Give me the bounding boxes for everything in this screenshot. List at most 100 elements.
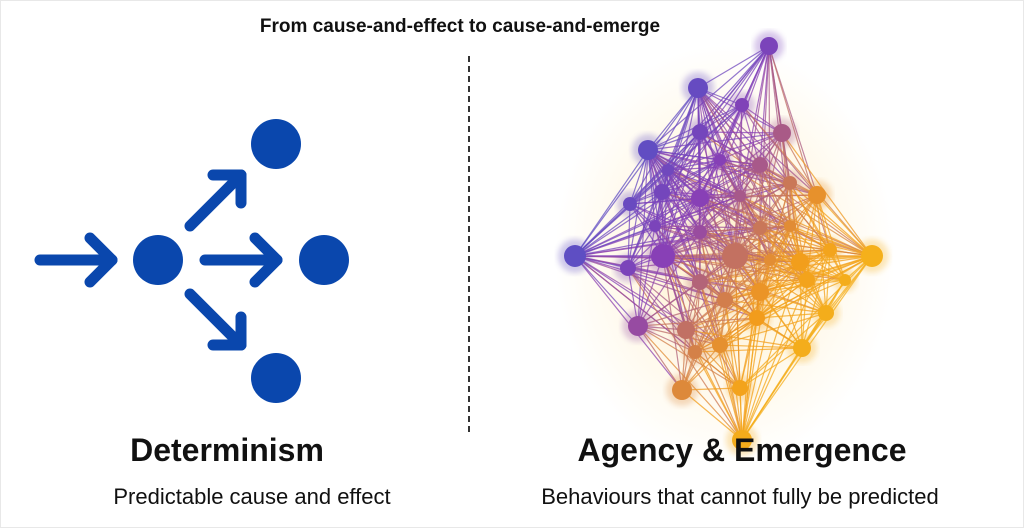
network-node <box>732 430 752 450</box>
network-edge <box>759 45 770 229</box>
network-edge <box>699 197 791 227</box>
network-edge <box>574 149 649 257</box>
network-node <box>662 164 674 176</box>
emergence-heading: Agency & Emergence <box>577 432 907 468</box>
network-node <box>799 272 815 288</box>
network-node <box>638 140 658 160</box>
network-edge <box>719 259 771 346</box>
network-node <box>564 245 586 267</box>
network-edge <box>769 259 803 349</box>
emergence-subtitle: Behaviours that cannot fully be predicte… <box>541 484 939 509</box>
network-node <box>688 345 702 359</box>
network-edge <box>741 104 791 184</box>
network-edge <box>699 131 736 257</box>
network-node <box>688 78 708 98</box>
network-edge <box>637 231 701 327</box>
network-edge <box>627 267 721 346</box>
middle-arrow <box>199 232 283 288</box>
network-node <box>735 98 749 112</box>
network-node <box>714 154 726 166</box>
network-node <box>672 380 692 400</box>
network-edge <box>801 249 831 349</box>
network-edge <box>789 182 846 281</box>
network-node <box>823 243 837 257</box>
network-node <box>651 244 675 268</box>
network-edge <box>647 132 783 151</box>
network-node <box>839 274 851 286</box>
network-node <box>752 157 768 173</box>
network-edge <box>694 351 743 441</box>
network-edge <box>739 312 827 389</box>
up-arrow <box>184 169 247 232</box>
determinism-heading: Determinism <box>130 432 324 468</box>
network-edge <box>719 159 771 261</box>
network-edge <box>629 87 699 205</box>
network-edge <box>662 131 701 257</box>
network-edge <box>719 159 791 227</box>
network-edge <box>719 312 827 346</box>
network-edge <box>741 261 801 441</box>
network-node <box>760 37 778 55</box>
network-node <box>783 176 797 190</box>
network-node <box>808 186 826 204</box>
network-edge <box>699 281 743 441</box>
network-edge <box>697 87 808 281</box>
network-node <box>753 221 767 235</box>
network-edge <box>661 191 761 229</box>
network-edge <box>667 169 741 197</box>
network-edge <box>739 104 743 197</box>
network-node <box>749 310 765 326</box>
network-edge <box>681 255 736 391</box>
network-edge <box>699 231 758 319</box>
network-node <box>620 260 636 276</box>
effect-node-bottom <box>251 353 301 403</box>
network-edge <box>574 255 761 293</box>
network-edge <box>724 299 827 314</box>
network-edge <box>662 164 761 257</box>
network-node <box>764 254 776 266</box>
network-node <box>691 189 709 207</box>
network-node <box>861 245 883 267</box>
network-node <box>734 190 746 202</box>
network-node <box>628 316 648 336</box>
network-edge <box>741 279 808 441</box>
network-edge <box>724 225 791 301</box>
network-node <box>793 339 811 357</box>
network-node <box>712 337 728 353</box>
down-arrow <box>184 288 247 351</box>
effect-node-top <box>251 119 301 169</box>
network-edge <box>759 164 771 261</box>
network-edge <box>574 164 761 257</box>
network-node <box>732 380 748 396</box>
network-edge <box>699 225 791 233</box>
cause-node <box>133 235 183 285</box>
network-node <box>623 197 637 211</box>
network-node <box>722 243 748 269</box>
network-edge <box>759 164 801 263</box>
network-node <box>677 321 695 339</box>
network-node <box>649 220 661 232</box>
network-node <box>692 274 708 290</box>
network-node <box>654 184 670 200</box>
network-edge <box>685 329 803 349</box>
network-edge <box>661 164 761 193</box>
input-arrow <box>34 232 118 288</box>
network-edge <box>654 225 726 301</box>
network-edge <box>741 104 818 196</box>
network-node <box>784 220 796 232</box>
network-edge <box>627 267 726 301</box>
network-edge <box>574 159 721 257</box>
network-edge <box>574 87 699 257</box>
network-node <box>818 305 834 321</box>
network-edge <box>739 195 873 257</box>
page-title: From cause-and-effect to cause-and-emerg… <box>259 16 661 37</box>
network-edge <box>756 279 846 319</box>
network-node <box>693 225 707 239</box>
network-edge <box>662 194 818 257</box>
divider-line <box>468 56 470 432</box>
effect-node-middle <box>299 235 349 285</box>
network-node <box>773 124 791 142</box>
network-node <box>751 283 769 301</box>
